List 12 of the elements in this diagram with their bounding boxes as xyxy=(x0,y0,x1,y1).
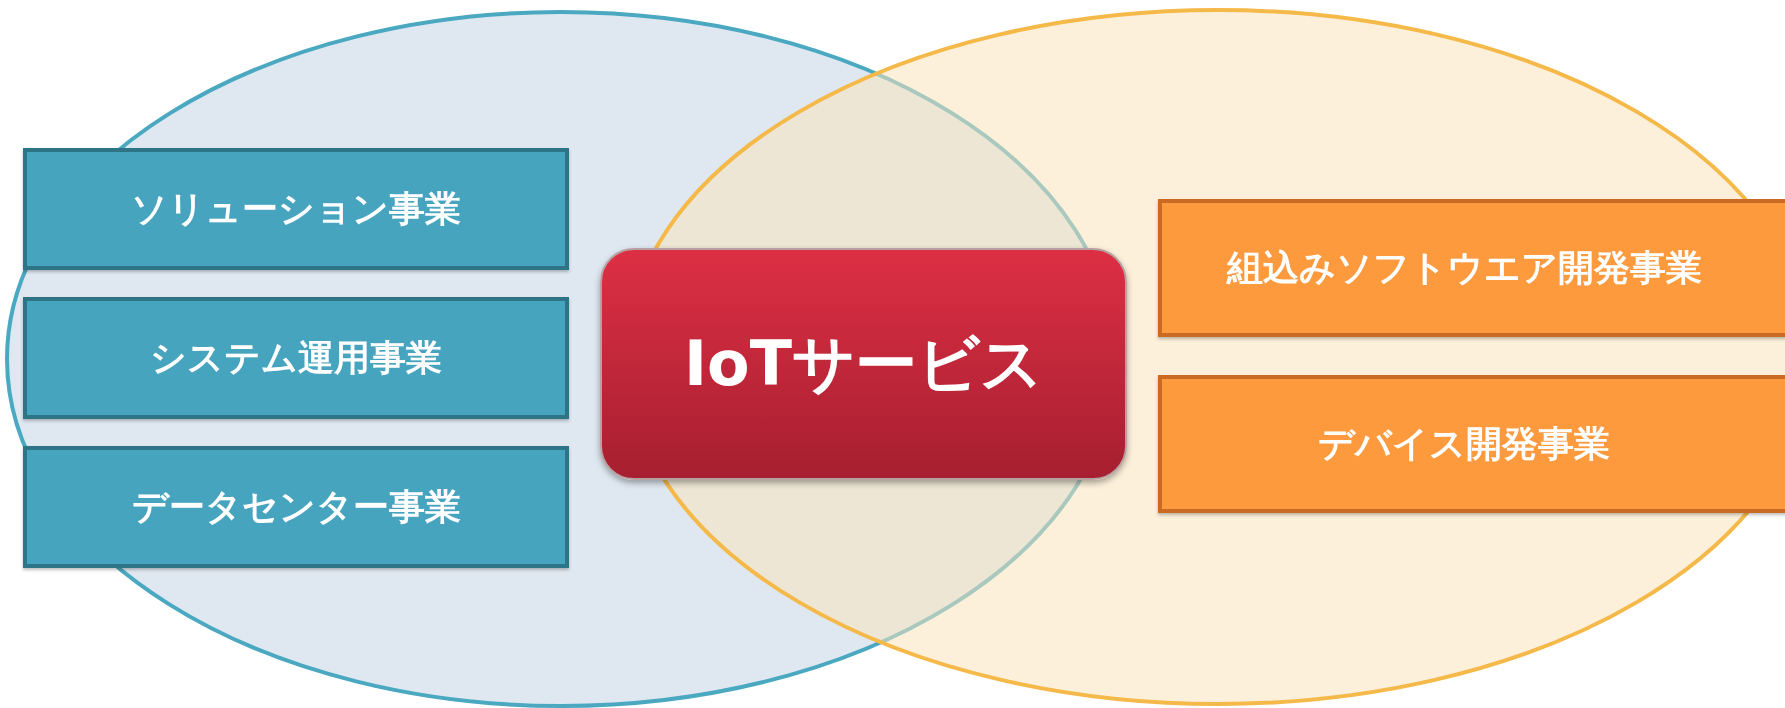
service-box xyxy=(600,248,1127,480)
box-label: IoTサービス xyxy=(684,326,1043,402)
business-box xyxy=(1158,375,1785,513)
business-box xyxy=(23,297,569,419)
box-label: システム運用事業 xyxy=(150,335,442,380)
business-box xyxy=(23,446,569,568)
box-label: データセンター事業 xyxy=(131,484,461,529)
box-label: 組込みソフトウエア開発事業 xyxy=(1226,245,1702,290)
box-label: ソリューション事業 xyxy=(131,186,461,231)
box-label: デバイス開発事業 xyxy=(1318,421,1610,466)
business-box xyxy=(1158,199,1785,337)
business-box xyxy=(23,148,569,270)
